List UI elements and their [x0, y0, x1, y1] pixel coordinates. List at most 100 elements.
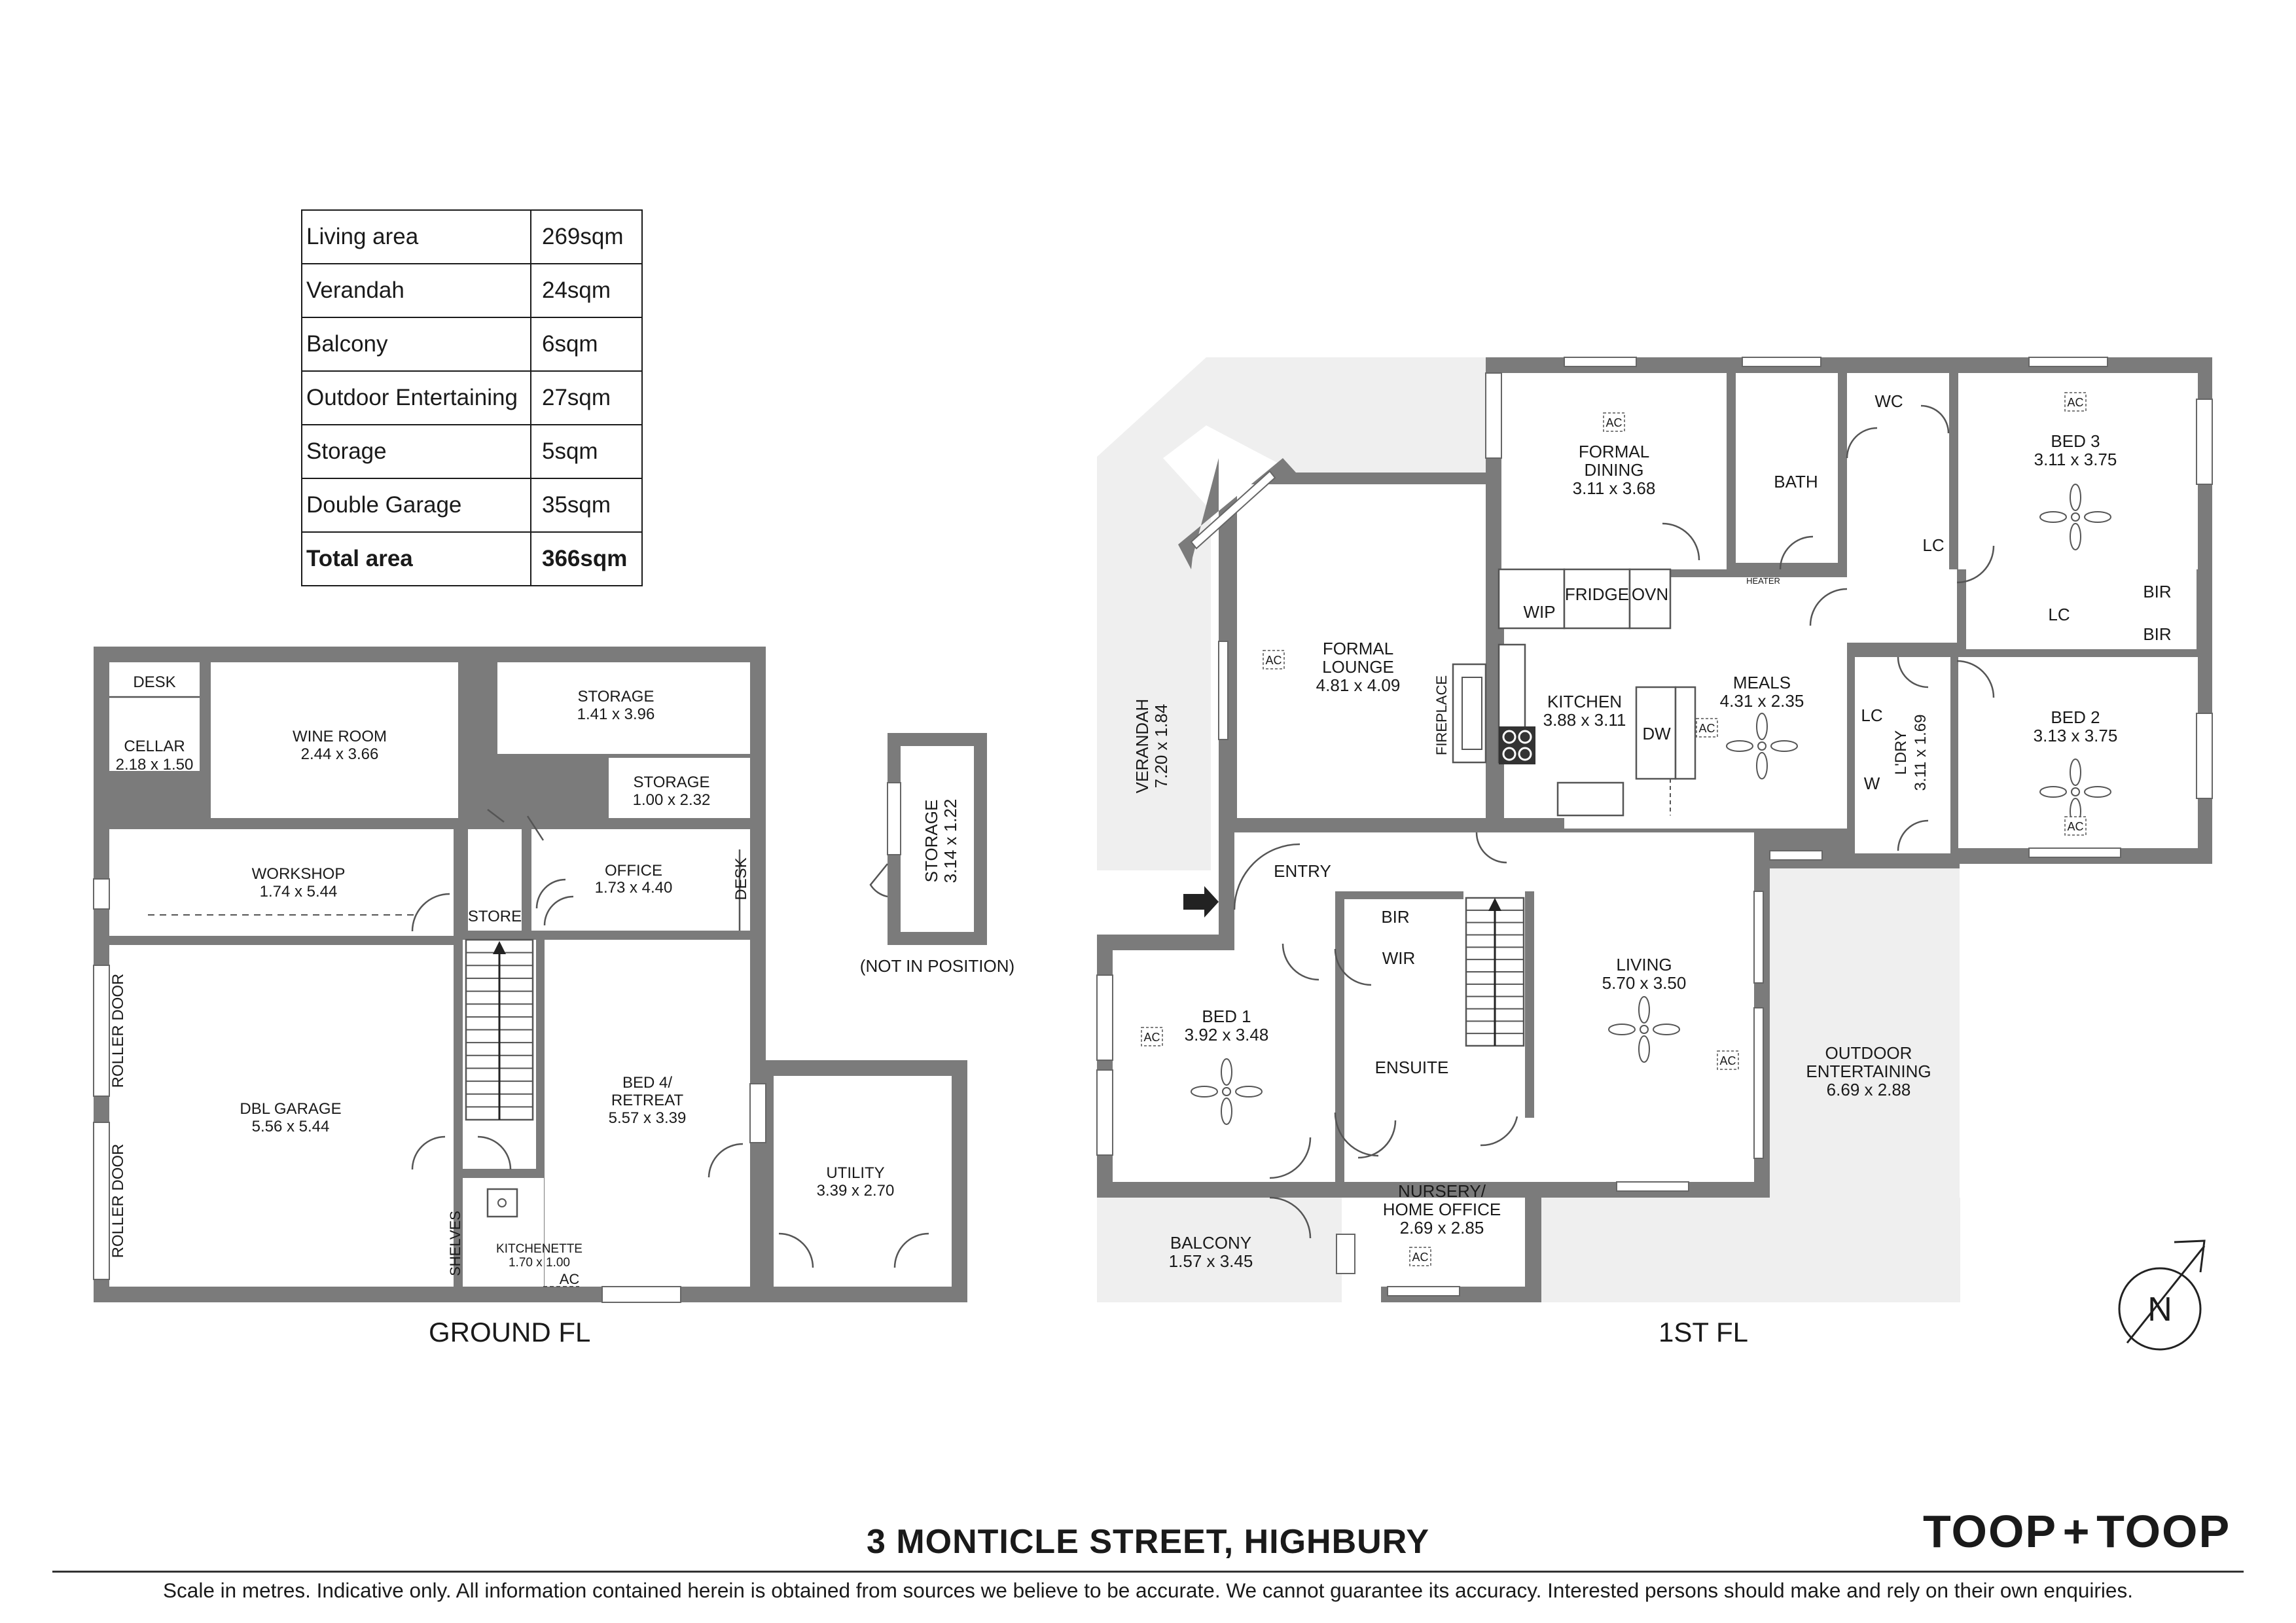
label-ovn: OVN [1632, 584, 1668, 604]
ac-unit-icon: AC [1696, 718, 1718, 738]
bir-2 [2121, 619, 2197, 651]
label-roller-door-1: ROLLER DOOR [109, 974, 127, 1088]
area-label: Living area [301, 209, 531, 264]
label-office-dims: 1.73 x 4.40 [595, 879, 673, 897]
label-outdoor: OUTDOOR [1825, 1043, 1912, 1063]
storage-room-2 [609, 758, 750, 818]
area-label: Balcony [301, 317, 531, 372]
label-storage2: STORAGE [634, 774, 710, 791]
bed1-room [1113, 950, 1329, 1182]
label-balcony: BALCONY [1170, 1233, 1251, 1253]
logo-right: TOOP [2096, 1506, 2231, 1557]
ac-label: AC [1719, 1054, 1736, 1067]
label-ldry: L'DRY [1892, 730, 1910, 775]
ac-label: AC [1265, 654, 1282, 667]
fireplace-icon [1452, 663, 1487, 764]
property-address: 3 MONTICLE STREET, HIGHBURY [866, 1523, 1429, 1561]
label-verandah-dims: 7.20 x 1.84 [1151, 704, 1171, 789]
balcony-area [1097, 1198, 1342, 1302]
first-floor-stairs [1465, 897, 1525, 1047]
ceiling-fans [1191, 484, 2111, 1125]
area-value: 35sqm [530, 478, 643, 533]
logo-left: TOOP [1923, 1506, 2058, 1557]
ceiling-fan-icon [1191, 1058, 1263, 1125]
label-ensuite: ENSUITE [1375, 1058, 1449, 1077]
label-wc: WC [1874, 391, 1903, 411]
kitchen-fixtures [1452, 568, 1696, 817]
area-label: Double Garage [301, 478, 531, 533]
label-kitchenette: KITCHENETTE [496, 1242, 583, 1256]
ac-unit-ground: AC [543, 1271, 579, 1287]
label-living-dims: 5.70 x 3.50 [1602, 973, 1687, 993]
label-bir-1: BIR [2143, 582, 2171, 601]
label-formal-lounge-2: LOUNGE [1322, 657, 1394, 677]
area-value: 269sqm [530, 209, 643, 264]
label-formal-dining: FORMAL [1579, 442, 1649, 461]
label-verandah: VERANDAH [1132, 699, 1152, 793]
ground-floor-plan: DESK CELLAR 2.18 x 1.50 WINE ROOM 2.44 x… [93, 647, 967, 1303]
label-garage: DBL GARAGE [240, 1100, 341, 1118]
compass-north-label: N [2147, 1291, 2172, 1329]
ac-unit-icon: AC [1263, 650, 1285, 669]
label-ldry-dims: 3.11 x 1.69 [1912, 715, 1929, 791]
label-wine-room-dims: 2.44 x 3.66 [301, 745, 379, 763]
label-wine-room: WINE ROOM [293, 728, 387, 745]
bath-room [1736, 373, 1838, 563]
label-bed4: BED 4/ [622, 1074, 672, 1092]
ceiling-fan-icon [2039, 484, 2111, 550]
label-shelves: SHELVES [447, 1211, 463, 1276]
label-not-in-position: (NOT IN POSITION) [860, 956, 1014, 976]
label-utility: UTILITY [826, 1164, 884, 1182]
formal-dining-room [1501, 373, 1727, 569]
ensuite-room [1348, 996, 1466, 1093]
label-bir-3: BIR [1381, 907, 1409, 927]
label-nursery-2: HOME OFFICE [1383, 1200, 1501, 1219]
ac-label: AC [1605, 416, 1622, 429]
label-detached-storage-dims: 3.14 x 1.22 [941, 799, 960, 883]
label-formal-dining-dims: 3.11 x 3.68 [1573, 478, 1656, 498]
store-room [468, 829, 522, 931]
footer-rule [52, 1571, 2244, 1573]
wir-room [1348, 906, 1453, 984]
lc-bed-2 [2036, 589, 2081, 636]
verandah-area [1097, 357, 1486, 870]
label-living: LIVING [1616, 955, 1672, 974]
label-ac-ground: AC [560, 1271, 580, 1287]
nursery-room [1355, 1182, 1525, 1287]
label-meals: MEALS [1733, 673, 1791, 692]
bed4-room [545, 940, 750, 1287]
label-fridge: FRIDGE [1565, 584, 1629, 604]
label-lc-2: LC [2048, 605, 2070, 624]
label-bed1: BED 1 [1202, 1007, 1251, 1026]
agency-logo: TOOP+TOOP [1923, 1505, 2231, 1558]
label-w: W [1864, 774, 1880, 793]
label-entry: ENTRY [1274, 861, 1331, 881]
label-bed2-dims: 3.13 x 3.75 [2034, 726, 2118, 745]
area-value: 24sqm [530, 263, 643, 318]
label-utility-dims: 3.39 x 2.70 [817, 1182, 895, 1200]
label-lc-1: LC [1922, 535, 1944, 555]
label-desk-r: DESK [732, 857, 750, 900]
label-nursery: NURSERY/ [1398, 1181, 1486, 1201]
label-wir: WIR [1382, 948, 1416, 968]
ground-floor-label: GROUND FL [429, 1317, 591, 1347]
area-value: 366sqm [530, 531, 643, 586]
label-heater: HEATER [1746, 576, 1780, 586]
label-garage-dims: 5.56 x 5.44 [252, 1118, 330, 1135]
garage-room [109, 945, 454, 1287]
detached-storage: STORAGE 3.14 x 1.22 (NOT IN POSITION) [860, 733, 1014, 976]
label-fireplace: FIREPLACE [1433, 675, 1450, 755]
label-workshop: WORKSHOP [252, 865, 346, 883]
area-label: Storage [301, 424, 531, 479]
label-cellar: CELLAR [124, 738, 185, 755]
ceiling-fan-icon [1726, 713, 1798, 779]
label-lc-3: LC [1861, 705, 1882, 725]
cooktop-icon [1499, 726, 1535, 764]
label-detached-storage: STORAGE [922, 800, 941, 883]
